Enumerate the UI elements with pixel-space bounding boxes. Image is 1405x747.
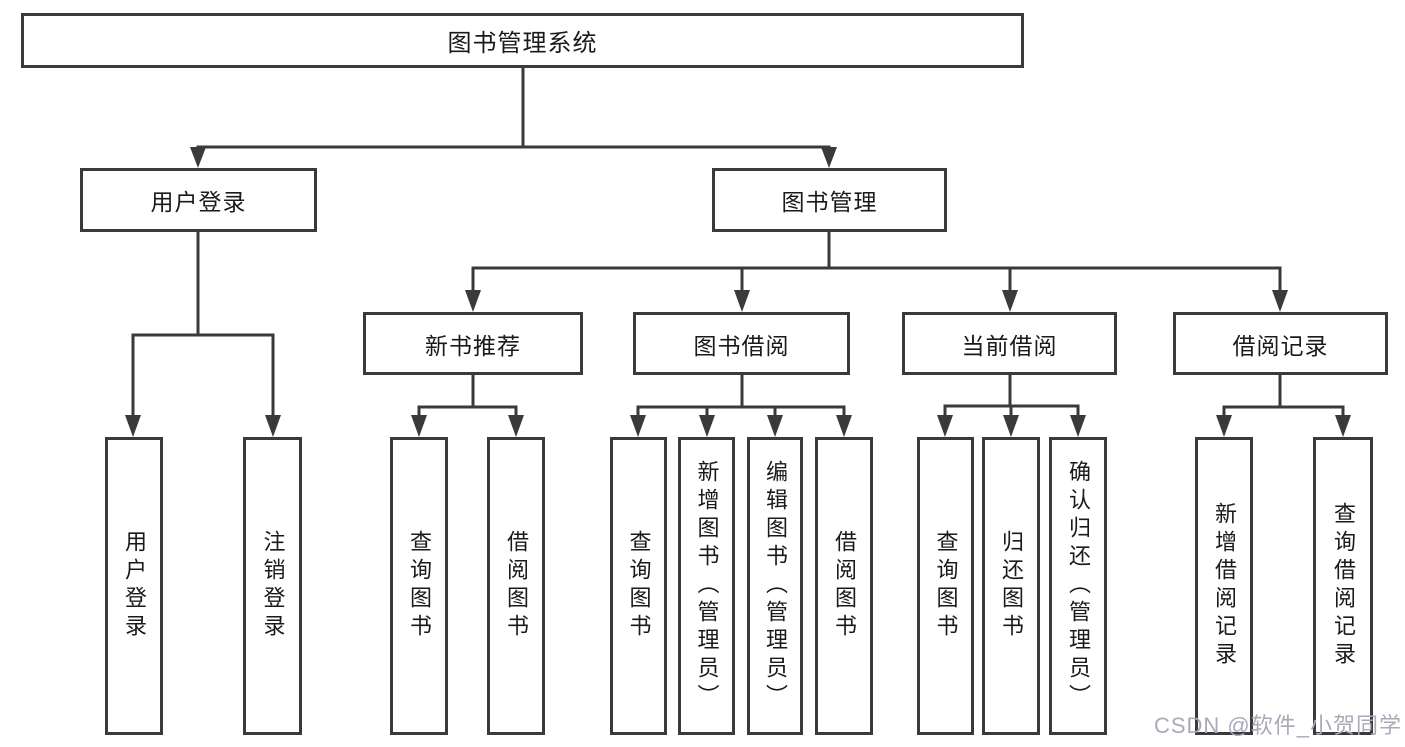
node-leaf-query-books-1: 查询图书 bbox=[390, 437, 448, 735]
connector-current-borrow-branch bbox=[943, 373, 1080, 423]
node-label: 新增图书（管理员） bbox=[694, 460, 720, 712]
node-library-management-system: 图书管理系统 bbox=[21, 13, 1024, 68]
node-label: 编辑图书（管理员） bbox=[763, 460, 788, 712]
node-leaf-borrow-books-2: 借阅图书 bbox=[815, 437, 873, 735]
node-leaf-return-books: 归还图书 bbox=[982, 437, 1040, 735]
node-label: 当前借阅 bbox=[961, 332, 1058, 359]
node-label: 查询图书 bbox=[407, 530, 432, 642]
node-label: 新书推荐 bbox=[425, 332, 521, 359]
node-label: 确认归还（管理员） bbox=[1066, 460, 1091, 712]
node-leaf-confirm-return-admin: 确认归还（管理员） bbox=[1049, 437, 1107, 735]
node-label: 借阅记录 bbox=[1232, 332, 1329, 359]
csdn-watermark: CSDN @软件_小贺同学 bbox=[1153, 713, 1402, 738]
connector-user-login-branch bbox=[131, 230, 275, 423]
node-label: 图书借阅 bbox=[693, 332, 790, 359]
arrowheads bbox=[125, 147, 1351, 437]
node-label: 查询图书 bbox=[626, 530, 652, 642]
node-new-book-recommend: 新书推荐 bbox=[363, 312, 583, 375]
node-label: 归还图书 bbox=[999, 530, 1024, 642]
node-leaf-add-books-admin: 新增图书（管理员） bbox=[678, 437, 735, 735]
node-leaf-query-books-2: 查询图书 bbox=[610, 437, 667, 735]
node-leaf-borrow-books-1: 借阅图书 bbox=[487, 437, 545, 735]
node-label: 查询图书 bbox=[933, 530, 959, 642]
node-label: 新增借阅记录 bbox=[1212, 502, 1237, 670]
node-current-borrow: 当前借阅 bbox=[902, 312, 1117, 375]
node-leaf-query-books-3: 查询图书 bbox=[917, 437, 974, 735]
node-leaf-add-borrow-record: 新增借阅记录 bbox=[1195, 437, 1253, 735]
node-label: 借阅图书 bbox=[832, 530, 857, 642]
connector-root-to-level2 bbox=[196, 66, 831, 149]
node-label: 用户登录 bbox=[150, 189, 247, 215]
connector-borrow-record-branch bbox=[1222, 373, 1345, 423]
node-label: 查询借阅记录 bbox=[1331, 502, 1356, 670]
node-label: 注销登录 bbox=[260, 530, 286, 642]
connector-book-mgmt-to-level3 bbox=[471, 230, 1282, 295]
node-label: 图书管理 bbox=[781, 189, 878, 215]
node-book-borrow: 图书借阅 bbox=[633, 312, 850, 375]
node-leaf-user-login: 用户登录 bbox=[105, 437, 163, 735]
connector-new-book-branch bbox=[417, 373, 518, 423]
node-label: 图书管理系统 bbox=[447, 30, 598, 57]
node-user-login: 用户登录 bbox=[80, 168, 317, 232]
node-label: 借阅图书 bbox=[504, 530, 529, 642]
node-leaf-edit-books-admin: 编辑图书（管理员） bbox=[747, 437, 803, 735]
node-book-management: 图书管理 bbox=[712, 168, 947, 232]
node-label: 用户登录 bbox=[122, 530, 147, 642]
node-leaf-query-borrow-record: 查询借阅记录 bbox=[1313, 437, 1373, 735]
node-leaf-logout: 注销登录 bbox=[243, 437, 302, 735]
node-borrow-record: 借阅记录 bbox=[1173, 312, 1388, 375]
connector-book-borrow-branch bbox=[636, 373, 846, 423]
